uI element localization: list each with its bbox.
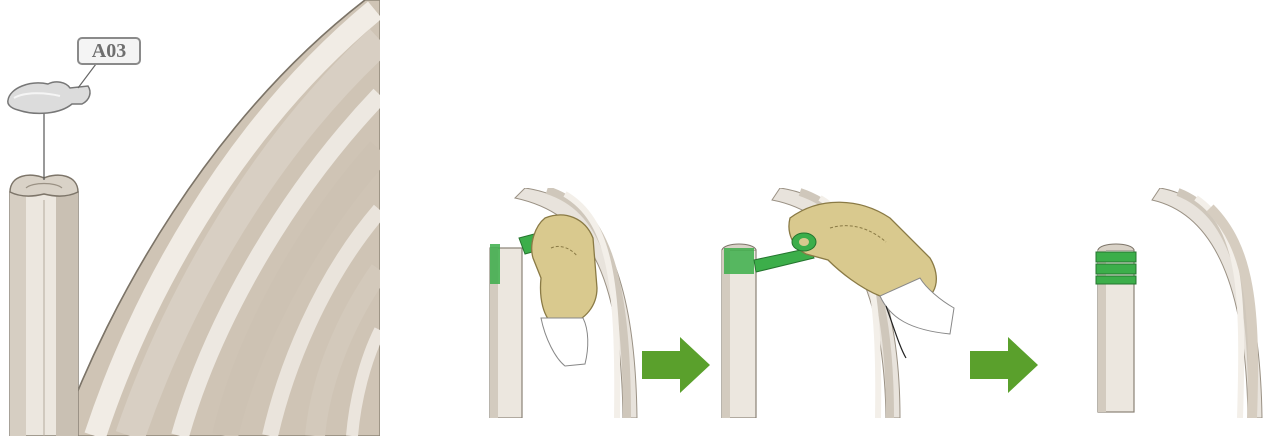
taped-profile-end-icon xyxy=(1090,188,1275,418)
hand-applying-tape-icon xyxy=(485,188,645,418)
part-label-callout: A03 xyxy=(77,37,141,65)
hand-folding-tape-icon xyxy=(710,188,960,418)
step-2-illustration xyxy=(710,188,960,418)
profile-end-cap-illustration xyxy=(0,0,380,436)
end-cap-part xyxy=(8,82,90,113)
main-illustration: A03 xyxy=(0,0,380,436)
part-label-text: A03 xyxy=(92,40,126,63)
arrow-right-icon xyxy=(640,335,712,395)
arrow-right-icon xyxy=(968,335,1040,395)
step-3-illustration xyxy=(1090,188,1275,418)
step-1-illustration xyxy=(485,188,645,418)
